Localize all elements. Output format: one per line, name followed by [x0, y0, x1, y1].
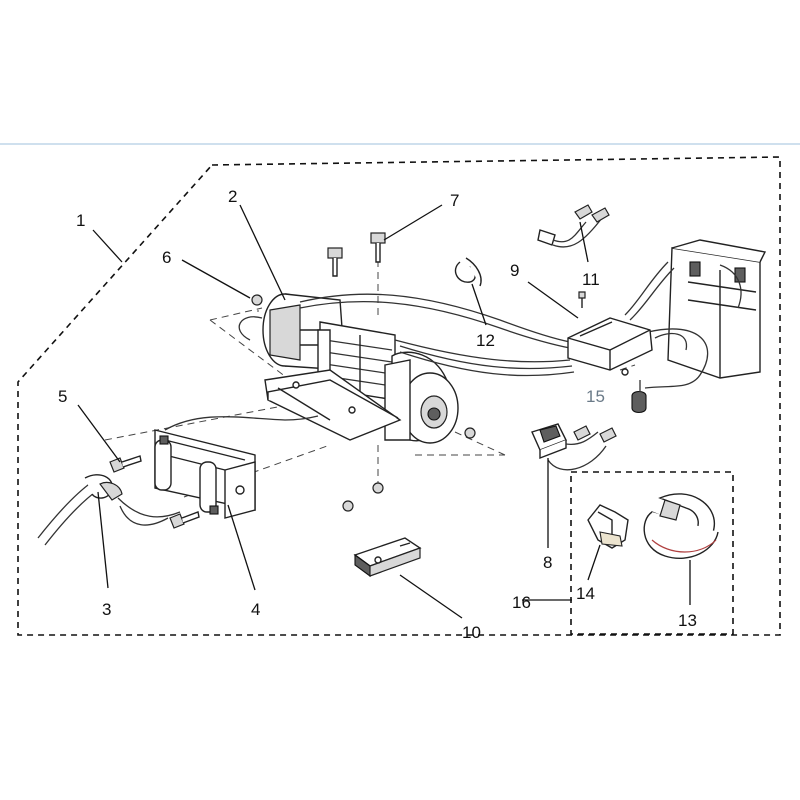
header-divider [0, 143, 800, 145]
bolt-5 [109, 455, 142, 473]
callout-3: 3 [102, 600, 111, 619]
plug-harness-11 [537, 204, 610, 248]
callout-2: 2 [228, 187, 237, 206]
bracket-14 [587, 504, 629, 549]
terminal-cap-15 [621, 368, 647, 414]
bolt-top-left [327, 247, 343, 277]
callout-7: 7 [450, 191, 459, 210]
cable-clip-12 [454, 257, 482, 287]
remote-10 [353, 537, 422, 578]
winch-motor [238, 293, 346, 371]
callout-5: 5 [58, 387, 67, 406]
callout-8: 8 [543, 553, 552, 572]
callout-15: 15 [586, 387, 605, 406]
winch-base-plate [264, 369, 402, 441]
callout-13: 13 [678, 611, 697, 630]
hook-strap [37, 474, 181, 546]
callout-16: 16 [512, 593, 531, 612]
nut-6 [251, 294, 263, 306]
winch-rope [164, 415, 319, 431]
callout-10: 10 [462, 623, 481, 642]
wiring-harness [299, 261, 742, 389]
small-nuts [342, 427, 476, 512]
subassembly-box [570, 471, 734, 635]
callout-9: 9 [510, 261, 519, 280]
assembly-boundary [17, 156, 781, 636]
bolt-7 [370, 232, 386, 263]
callout-11: 11 [582, 270, 600, 289]
callout-12: 12 [476, 331, 495, 350]
leader-lines [77, 204, 691, 619]
callout-14: 14 [576, 584, 595, 603]
callout-6: 6 [162, 248, 171, 267]
contactor-box [567, 317, 653, 371]
bolt-lower [169, 511, 200, 529]
callout-4: 4 [251, 600, 260, 619]
rocker-switch-8 [531, 423, 617, 471]
adapter-13 [643, 493, 719, 559]
roller-fairlead [154, 429, 256, 519]
callout-1: 1 [76, 211, 85, 230]
screw-9 [578, 291, 586, 308]
battery [667, 239, 767, 379]
